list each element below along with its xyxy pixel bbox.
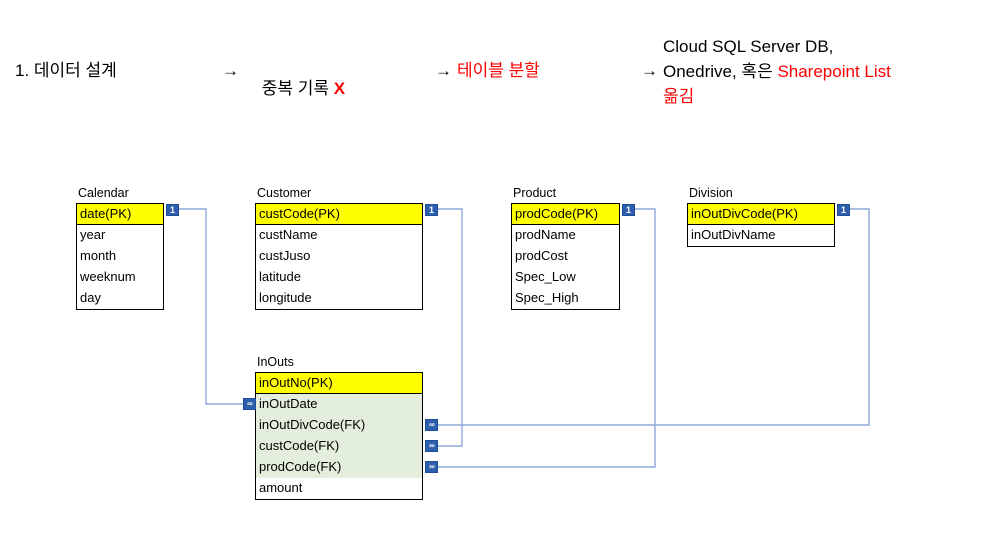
- header-step-2: 중복 기록 X: [244, 59, 345, 118]
- erd-field-row[interactable]: custCode(FK): [256, 436, 422, 457]
- erd-table-title: InOuts: [257, 355, 294, 369]
- cardinality-one-division: 1: [837, 204, 850, 216]
- cardinality-many-inoutdate: ∞: [243, 398, 256, 410]
- erd-field-row[interactable]: inOutDivCode(PK): [688, 204, 834, 225]
- header-arrow-3: →: [641, 61, 658, 80]
- cardinality-one-customer: 1: [425, 204, 438, 216]
- erd-field-row[interactable]: prodName: [512, 225, 619, 246]
- header-step-1: 1. 데이터 설계: [15, 61, 117, 80]
- erd-field-row[interactable]: amount: [256, 478, 422, 499]
- erd-field-row[interactable]: month: [77, 246, 163, 267]
- erd-field-row[interactable]: prodCost: [512, 246, 619, 267]
- connector-customer-inouts: [431, 208, 463, 447]
- header-step-3: 테이블 분할: [457, 61, 540, 80]
- erd-field-row[interactable]: weeknum: [77, 267, 163, 288]
- cardinality-one-product: 1: [622, 204, 635, 216]
- header-step-4-line3: 옮김: [663, 87, 695, 106]
- erd-field-row[interactable]: custName: [256, 225, 422, 246]
- erd-field-row[interactable]: custJuso: [256, 246, 422, 267]
- erd-table-title: Product: [513, 186, 557, 200]
- erd-field-row[interactable]: custCode(PK): [256, 204, 422, 225]
- erd-field-row[interactable]: inOutDate: [256, 394, 422, 415]
- header-step-4-line1: Cloud SQL Server DB,: [663, 37, 834, 56]
- header-arrow-2: →: [435, 61, 452, 80]
- erd-table-title: Customer: [257, 186, 312, 200]
- erd-field-row[interactable]: inOutNo(PK): [256, 373, 422, 394]
- erd-field-row[interactable]: year: [77, 225, 163, 246]
- erd-field-row[interactable]: Spec_Low: [512, 267, 619, 288]
- erd-field-row[interactable]: Spec_High: [512, 288, 619, 309]
- cardinality-many-custcode: ∞: [425, 440, 438, 452]
- header-step-4: Cloud SQL Server DB, Onedrive, 혹은 Sharep…: [663, 34, 998, 109]
- cardinality-many-inoutdivcode: ∞: [425, 419, 438, 431]
- header-step-4-line2a: Onedrive, 혹은: [663, 62, 778, 81]
- erd-field-row[interactable]: prodCode(PK): [512, 204, 619, 225]
- erd-field-row[interactable]: prodCode(FK): [256, 457, 422, 478]
- erd-field-row[interactable]: day: [77, 288, 163, 309]
- erd-table-division[interactable]: Division inOutDivCode(PK)inOutDivName: [687, 186, 835, 247]
- cardinality-many-prodcode: ∞: [425, 461, 438, 473]
- erd-field-row[interactable]: inOutDivCode(FK): [256, 415, 422, 436]
- header-step-4-line2b: Sharepoint List: [777, 62, 891, 81]
- connector-calendar-inouts: [176, 208, 247, 405]
- erd-table-title: Calendar: [78, 186, 129, 200]
- erd-field-row[interactable]: longitude: [256, 288, 422, 309]
- erd-table-body: inOutDivCode(PK)inOutDivName: [687, 203, 835, 247]
- header-arrow-1: →: [222, 61, 239, 80]
- header-step-2-text: 중복 기록: [261, 79, 334, 98]
- erd-table-title: Division: [689, 186, 733, 200]
- cardinality-one-calendar: 1: [166, 204, 179, 216]
- erd-field-row[interactable]: date(PK): [77, 204, 163, 225]
- erd-field-row[interactable]: inOutDivName: [688, 225, 834, 246]
- erd-field-row[interactable]: latitude: [256, 267, 422, 288]
- header-step-2-x-mark: X: [333, 79, 346, 98]
